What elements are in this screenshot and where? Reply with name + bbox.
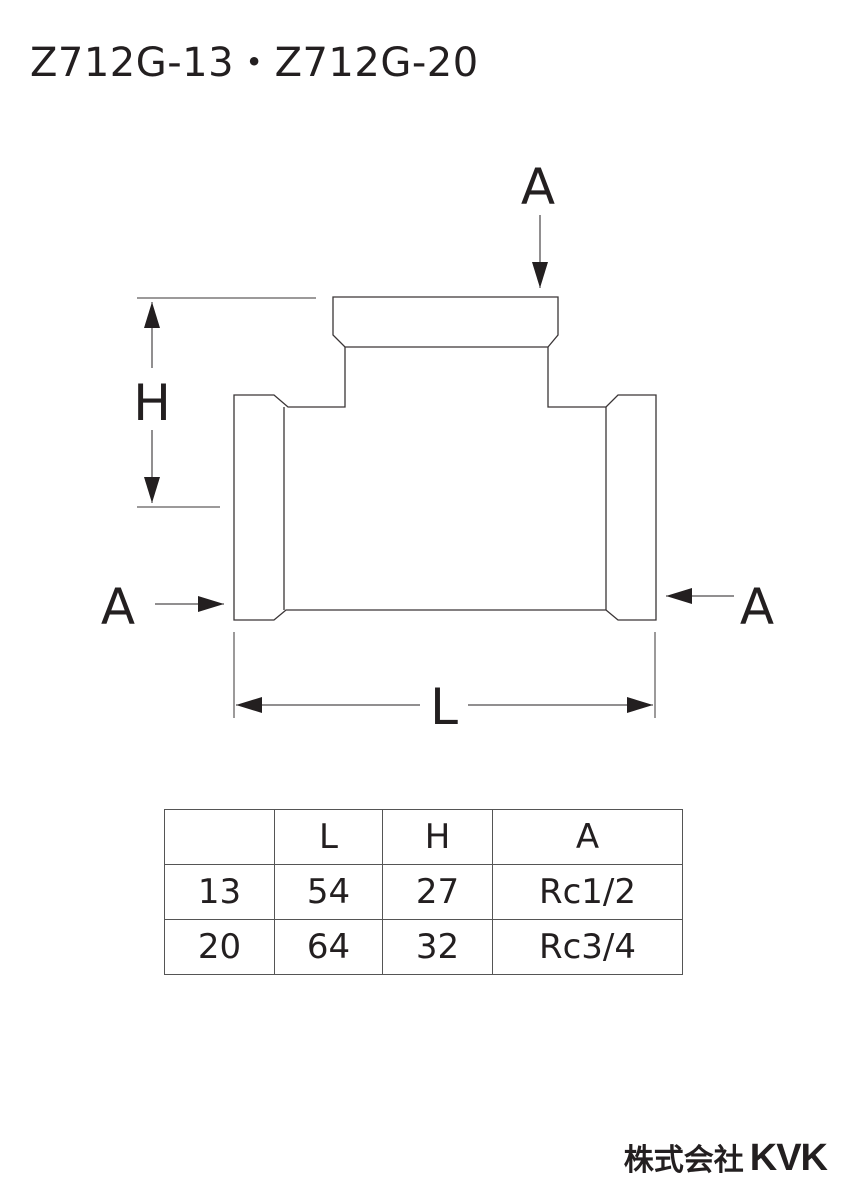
table-cell: 32: [382, 919, 493, 975]
company-name-ja: 株式会社: [623, 1143, 744, 1178]
label-port-left: A: [101, 578, 135, 636]
label-port-top: A: [521, 158, 555, 216]
tee-fitting-diagram: A A A H L: [101, 158, 774, 736]
table-cell: 54: [274, 864, 383, 920]
dimension-arrows: [144, 215, 734, 713]
label-port-right: A: [740, 578, 774, 636]
fitting-outline: [233, 296, 657, 621]
table-cell: 27: [382, 864, 493, 920]
table-cell: Rc3/4: [492, 919, 683, 975]
table-header-cell: A: [492, 809, 683, 865]
table-header-row: L H A: [164, 809, 683, 865]
table-row: 13 54 27 Rc1/2: [164, 864, 683, 920]
company-logo: 株式会社 KVK: [623, 1135, 828, 1180]
tee-body: [233, 347, 657, 621]
table-cell: 64: [274, 919, 383, 975]
label-length: L: [430, 678, 458, 736]
table-cell: 20: [164, 919, 275, 975]
table-cell: Rc1/2: [492, 864, 683, 920]
label-height: H: [133, 374, 171, 432]
dimension-table: L H A 13 54 27 Rc1/2 20 64 32 Rc3/4: [164, 809, 683, 975]
table-row: 20 64 32 Rc3/4: [164, 919, 683, 975]
table-header-cell: L: [274, 809, 383, 865]
table-cell: 13: [164, 864, 275, 920]
top-port-cap: [332, 296, 559, 348]
table-header-cell: [164, 809, 275, 865]
kvk-logo-text: KVK: [749, 1137, 828, 1179]
table-header-cell: H: [382, 809, 493, 865]
page-title: Z712G-13・Z712G-20: [30, 40, 479, 86]
extension-lines: [137, 297, 656, 718]
